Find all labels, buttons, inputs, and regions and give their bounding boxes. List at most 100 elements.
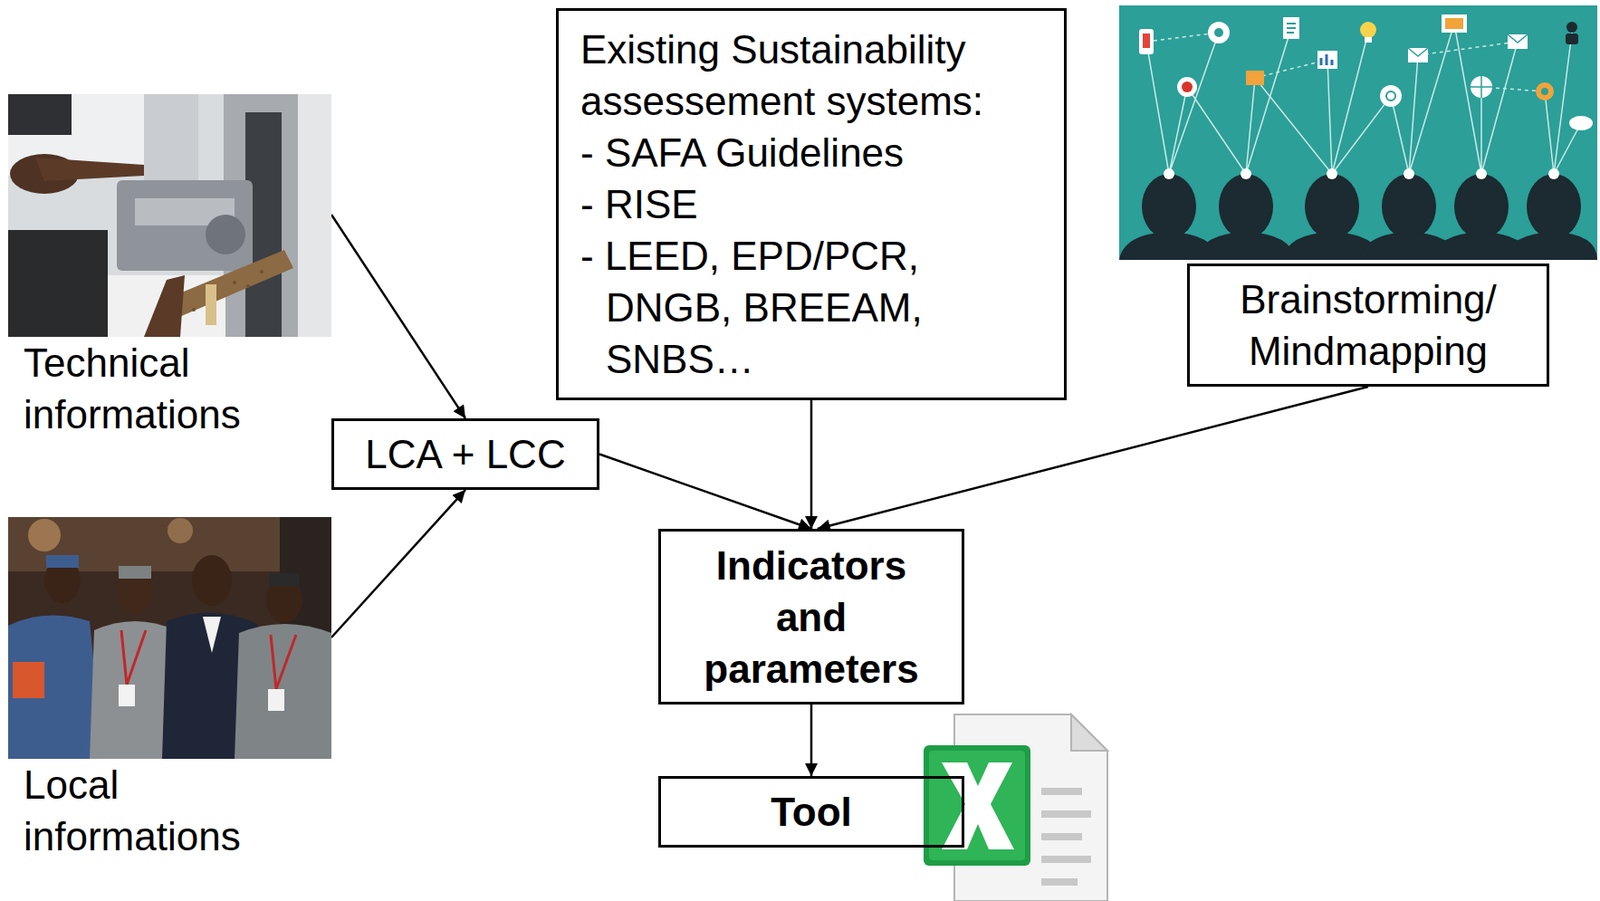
lab-photo-part	[178, 269, 264, 312]
lab-photo-part	[143, 275, 185, 337]
lab-photo-part	[205, 214, 246, 255]
process-box: Tool	[658, 776, 965, 848]
caption-text: Local informations	[8, 758, 332, 863]
group-photo-part	[8, 517, 332, 759]
group-photo-part	[121, 630, 146, 685]
lab-photo-part	[8, 94, 72, 135]
brainstorm-illustration-part-part	[1454, 173, 1509, 240]
box-label: Tool	[770, 785, 853, 838]
group-photo-part	[118, 565, 152, 579]
brainstorm-illustration-part-part	[1304, 173, 1360, 240]
box-label: Indicators and parameters	[693, 539, 930, 695]
brainstorm-illustration-part-part	[1326, 168, 1338, 180]
brainstorm-illustration-part	[1163, 168, 1560, 180]
brainstorm-illustration-part-part	[1408, 47, 1428, 57]
brainstorm-illustration-part-part	[1408, 47, 1428, 63]
brainstorm-illustration-part-part	[1381, 173, 1437, 240]
brainstorm-illustration-part-part	[1470, 76, 1493, 98]
brainstorm-illustration-part-part	[1565, 33, 1579, 45]
brainstorm-illustration-part-part	[1283, 17, 1300, 39]
process-box: Indicators and parameters	[658, 528, 965, 705]
brainstorm-illustration-part-part	[1566, 21, 1578, 33]
group-photo-part	[234, 623, 332, 759]
spreadsheet-icon-part-part	[1041, 787, 1083, 796]
group-photo-part	[8, 615, 104, 759]
group-photo-part	[268, 573, 300, 586]
connector-arrow	[810, 400, 814, 529]
brainstorm-illustration-part-part	[1548, 168, 1560, 180]
brainstorm-illustration-part-part	[1196, 231, 1296, 260]
list-item: - SAFA Guidelines	[580, 126, 1014, 179]
process-box: Brainstorming/ Mindmapping	[1187, 263, 1550, 387]
brainstorm-illustration-part-part	[1569, 115, 1593, 131]
brainstorm-illustration-part-part	[1181, 81, 1193, 93]
group-photo-part	[12, 661, 45, 699]
brainstorm-illustration-part-part	[1240, 168, 1252, 180]
lab-photo-part-part	[232, 280, 237, 285]
caption-text: Technical informations	[8, 336, 332, 441]
brainstorm-illustration-part-part	[1386, 91, 1396, 101]
lab-photo-part	[8, 229, 108, 337]
box-label: LCA + LCC	[364, 428, 566, 480]
brainstorm-illustration-part-part	[1544, 32, 1581, 174]
spreadsheet-icon-part	[1071, 714, 1108, 751]
brainstorm-illustration-part-part	[1403, 168, 1415, 180]
lab-photo-part	[8, 94, 332, 337]
brainstorm-illustration-part-part	[1187, 28, 1292, 174]
list-item: - LEED, EPD/PCR, DNGB, BREEAM, SNBS…	[580, 229, 1014, 385]
brainstorm-illustration-part-part	[1507, 34, 1528, 49]
group-photo-part	[268, 689, 285, 711]
connector-arrow	[331, 489, 466, 638]
lab-photo	[8, 94, 332, 337]
connector-arrow	[599, 454, 812, 530]
spreadsheet-icon-part	[923, 745, 1031, 866]
group-photo-part	[118, 684, 135, 707]
spreadsheet-icon-part	[929, 750, 1026, 861]
group-photo-part	[167, 517, 193, 544]
brainstorm-illustration-part	[1146, 23, 1581, 174]
spreadsheet-icon	[914, 706, 1114, 901]
brainstorm-illustration-part-part	[1214, 28, 1224, 38]
brainstorm-illustration-part-part	[1255, 32, 1391, 174]
group-photo	[8, 517, 332, 759]
brainstorm-illustration-part-part	[1445, 18, 1464, 29]
brainstorm-illustration-part-part	[1286, 23, 1296, 33]
photo-node: Technical informations	[8, 94, 332, 441]
group-photo-part	[46, 555, 79, 568]
group-photo-part	[28, 518, 61, 552]
brainstorm-illustration-part-part	[1245, 70, 1265, 86]
brainstorm-illustration-part-part	[1177, 76, 1198, 97]
connector-arrow	[810, 704, 814, 777]
brainstorm-illustration-part-part	[1535, 82, 1554, 101]
box-label: Brainstorming/ Mindmapping	[1204, 273, 1533, 377]
lab-photo-part	[107, 275, 226, 337]
spreadsheet-icon-part	[1041, 787, 1092, 886]
group-photo-part	[191, 555, 232, 606]
brainstorm-illustration	[1119, 5, 1598, 260]
brainstorm-illustration-part-part	[1207, 21, 1230, 44]
brainstorm-illustration-part-part	[1139, 28, 1154, 55]
list-box: Existing Sustainability assessement syst…	[555, 8, 1067, 401]
brainstorm-illustration-part-part	[1364, 37, 1372, 43]
lab-photo-part	[35, 157, 144, 182]
brainstorm-illustration-part-part	[1321, 54, 1332, 66]
lab-photo-part-part	[191, 307, 196, 312]
brainstorm-illustration-part	[1119, 173, 1598, 260]
brainstorm-illustration-part-part	[1470, 76, 1493, 98]
connector-arrow	[817, 386, 1369, 529]
brainstorm-illustration-part	[1119, 5, 1598, 260]
brainstorm-illustration-part-part	[1526, 173, 1581, 240]
spreadsheet-icon-part-part	[1041, 833, 1083, 841]
brainstorm-illustration-part-part	[1146, 32, 1219, 174]
brainstorm-illustration-part-part	[1504, 231, 1598, 260]
brainstorm-illustration-part-part	[1317, 50, 1338, 69]
spreadsheet-icon-part-part	[1041, 855, 1092, 863]
brainstorm-illustration-part-part	[1141, 173, 1197, 240]
brainstorm-illustration-part	[1139, 14, 1593, 131]
brainstorm-illustration-part-part	[1475, 168, 1487, 180]
spreadsheet-icon-part-part	[1041, 810, 1092, 818]
process-box: LCA + LCC	[331, 418, 600, 490]
brainstorm-illustration-part-part	[1507, 34, 1528, 43]
brainstorm-illustration-part-part	[1441, 14, 1467, 33]
